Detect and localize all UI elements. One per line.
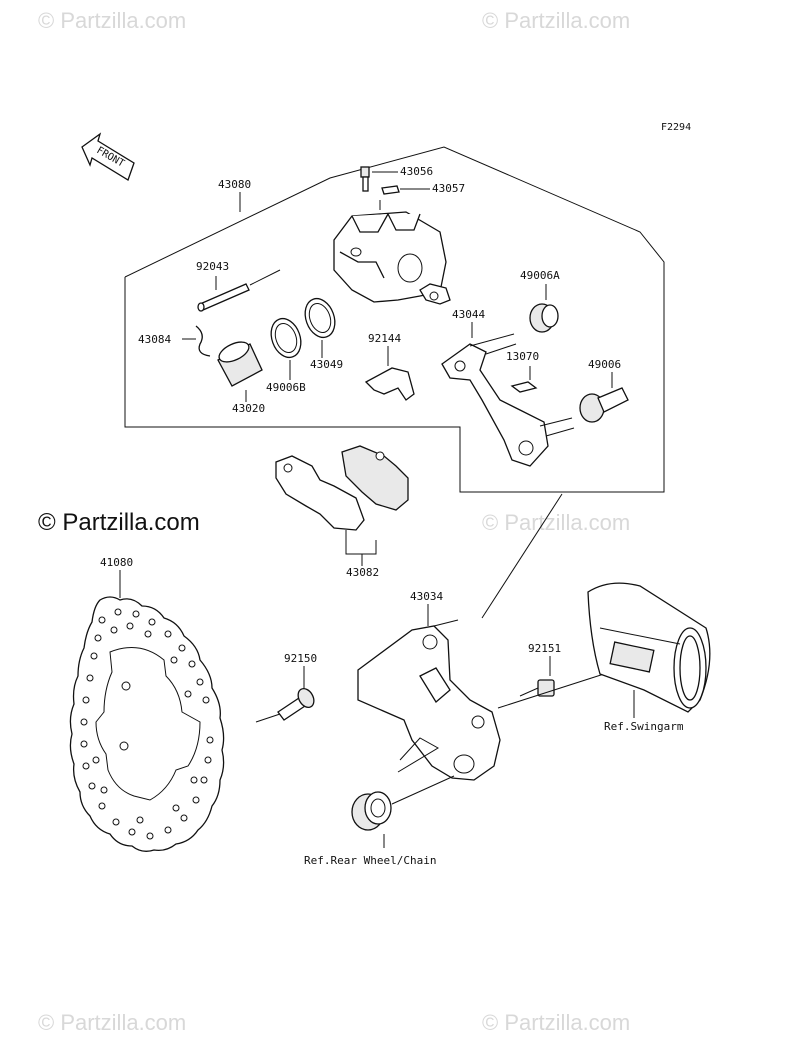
brake-disc <box>69 596 225 852</box>
caliper-bracket <box>441 333 575 467</box>
partzilla-logo-text: © Partzilla.com <box>38 509 200 536</box>
part-label-43084: 43084 <box>138 333 171 346</box>
pad-spring <box>364 367 415 401</box>
snap-pin <box>195 325 211 357</box>
torque-link-bracket <box>357 625 501 781</box>
part-label-92043: 92043 <box>196 260 229 273</box>
part-label-43082: 43082 <box>346 566 379 579</box>
brake-pads <box>275 445 409 531</box>
swingarm-reference <box>587 582 711 713</box>
ref-rear-wheel: Ref.Rear Wheel/Chain <box>304 854 436 867</box>
watermark: © Partzilla.com <box>38 8 186 33</box>
watermark: © Partzilla.com <box>482 510 630 535</box>
watermark: © Partzilla.com <box>482 8 630 33</box>
bleeder-cap <box>381 185 400 195</box>
part-label-49006: 49006 <box>588 358 621 371</box>
ref-swingarm: Ref.Swingarm <box>604 720 684 733</box>
caliper-piston <box>217 341 263 387</box>
dust-seal <box>270 317 302 359</box>
boot-49006 <box>579 387 629 423</box>
figure-code: F2294 <box>661 122 691 133</box>
caliper-assembly-outline <box>124 146 665 493</box>
front-arrow-icon: FRONT <box>81 132 135 181</box>
disc-bolt <box>277 688 315 721</box>
part-label-43020: 43020 <box>232 402 265 415</box>
part-label-43034: 43034 <box>410 590 443 603</box>
part-label-43080: 43080 <box>218 178 251 191</box>
bracket-bolt <box>519 679 555 697</box>
part-label-49006A: 49006A <box>520 269 560 282</box>
part-label-92151: 92151 <box>528 642 561 655</box>
caliper-pin <box>197 283 250 312</box>
pad-retainer <box>510 381 538 393</box>
watermark: © Partzilla.com <box>482 1010 630 1035</box>
part-label-43057: 43057 <box>432 182 465 195</box>
part-label-43044: 43044 <box>452 308 485 321</box>
part-label-43049: 43049 <box>310 358 343 371</box>
watermark: © Partzilla.com <box>38 1010 186 1035</box>
part-label-41080: 41080 <box>100 556 133 569</box>
part-label-92144: 92144 <box>368 332 401 345</box>
wheel-collar <box>351 791 392 831</box>
part-label-49006B: 49006B <box>266 381 306 394</box>
piston-seal <box>304 297 336 339</box>
boot-49006a <box>529 303 559 333</box>
bleeder-valve <box>360 166 370 192</box>
part-label-43056: 43056 <box>400 165 433 178</box>
brake-caliper <box>333 211 451 305</box>
part-label-92150: 92150 <box>284 652 317 665</box>
part-label-13070: 13070 <box>506 350 539 363</box>
